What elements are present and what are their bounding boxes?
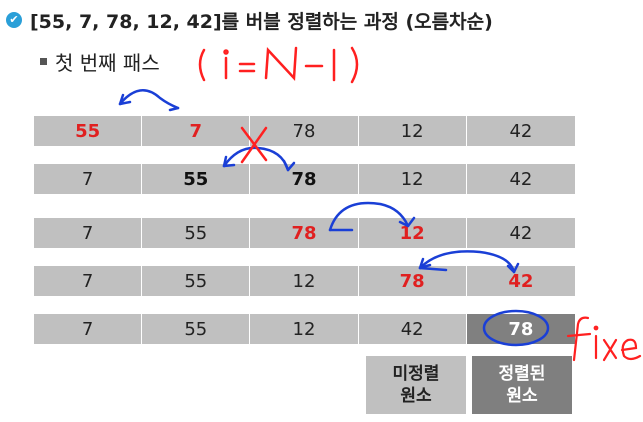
array-cell: 12 [250, 266, 359, 296]
array-cell: 42 [358, 314, 467, 344]
array-cell: 78 [250, 218, 359, 248]
array-cell: 42 [466, 164, 575, 194]
legend-sorted: 정렬된 원소 [472, 356, 572, 414]
array-cell: 12 [358, 116, 467, 146]
array-cell: 55 [142, 266, 251, 296]
handwritten-formula [198, 46, 359, 84]
array-cell: 42 [466, 116, 575, 146]
legend-unsorted-line1: 미정렬 [392, 364, 440, 384]
legend-unsorted: 미정렬 원소 [366, 356, 466, 414]
sorted-element-cell: 78 [466, 314, 575, 344]
subtitle: 첫 번째 패스 [40, 46, 160, 76]
array-cell: 78 [358, 266, 467, 296]
array-cell: 12 [250, 314, 359, 344]
subtitle-text: 첫 번째 패스 [55, 50, 160, 75]
array-cell: 7 [142, 116, 251, 146]
legend-sorted-line1: 정렬된 [498, 364, 546, 384]
array-cell: 42 [466, 266, 575, 296]
array-cell: 55 [34, 116, 143, 146]
array-cell: 7 [34, 314, 143, 344]
array-cell: 7 [34, 266, 143, 296]
array-cell: 55 [142, 314, 251, 344]
check-bullet-icon: ✔ [6, 12, 22, 28]
array-cell: 78 [250, 164, 359, 194]
array-cell: 78 [250, 116, 359, 146]
array-cell: 7 [34, 164, 143, 194]
title-text: [55, 7, 78, 12, 42]를 버블 정렬하는 과정 (오름차순) [30, 10, 493, 33]
array-cell: 12 [358, 218, 467, 248]
array-cell: 55 [142, 218, 251, 248]
square-bullet-icon [40, 57, 47, 65]
legend-sorted-line2: 원소 [506, 386, 538, 406]
slide-title: ✔ [55, 7, 78, 12, 42]를 버블 정렬하는 과정 (오름차순) [6, 2, 493, 38]
array-cell: 7 [34, 218, 143, 248]
legend-unsorted-line2: 원소 [400, 386, 432, 406]
handwritten-fixed [566, 316, 642, 362]
array-cell: 12 [358, 164, 467, 194]
array-cell: 42 [466, 218, 575, 248]
array-cell: 55 [142, 164, 251, 194]
